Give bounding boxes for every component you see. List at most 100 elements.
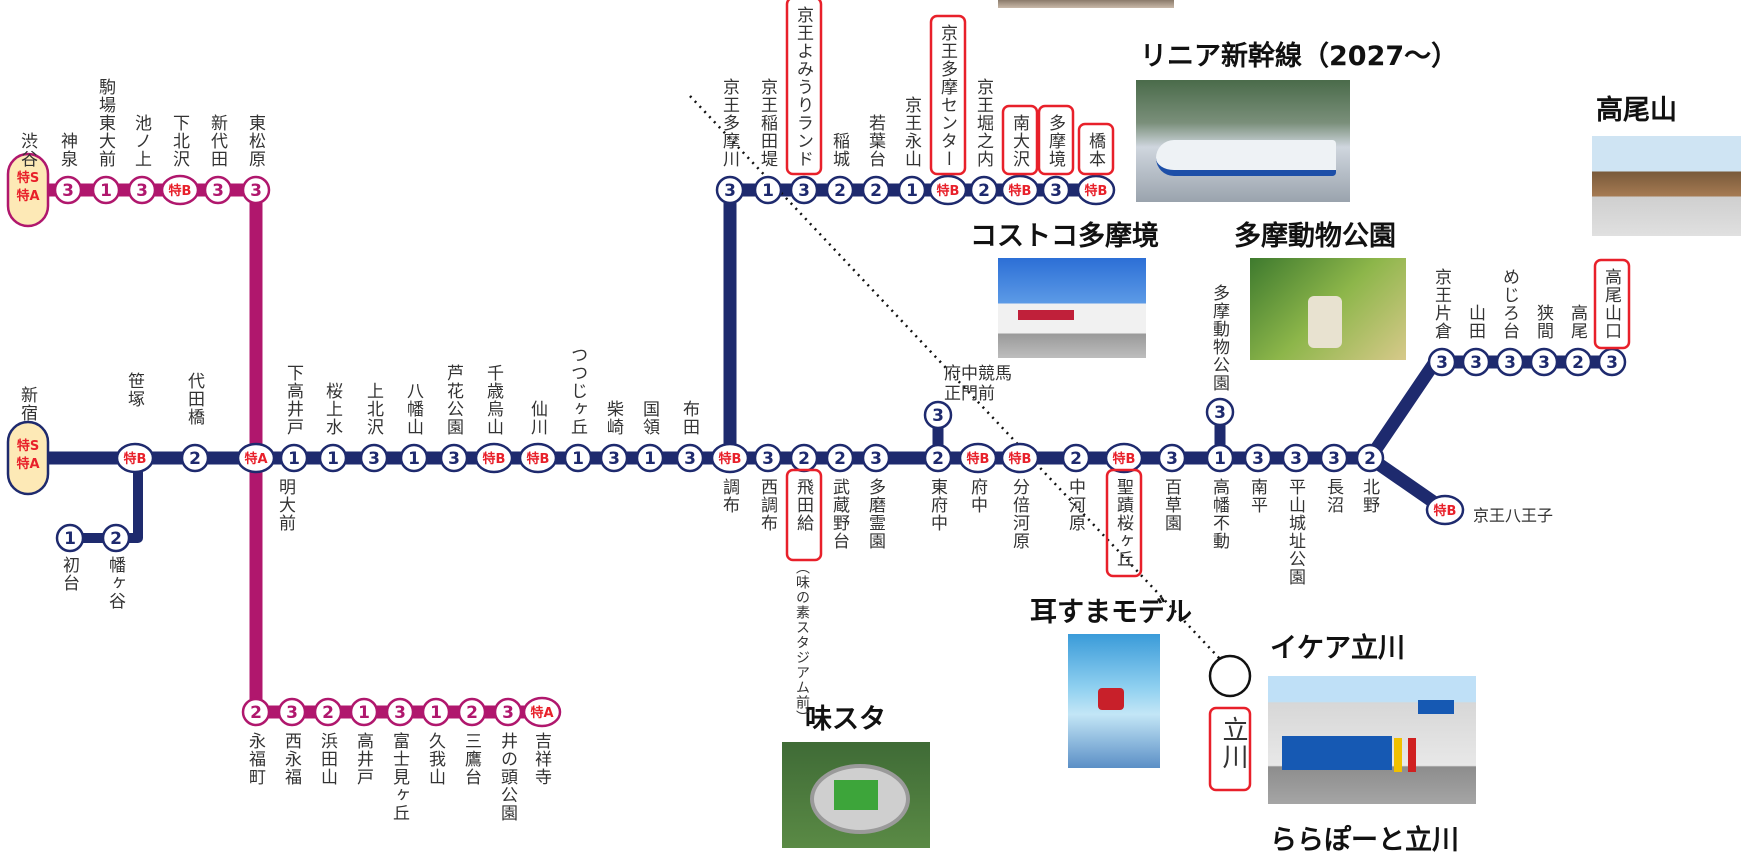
station-仙川-marker: 特B <box>518 442 558 474</box>
station-東府中-marker: 2 <box>923 443 953 473</box>
svg-text:3: 3 <box>212 181 224 201</box>
svg-text:3: 3 <box>870 449 882 469</box>
station-布田-label: 布田 <box>679 400 699 436</box>
svg-text:2: 2 <box>189 449 201 469</box>
svg-text:2: 2 <box>1572 353 1584 373</box>
station-多摩境-label: 多摩境 <box>1045 114 1065 168</box>
photo-top-cropped <box>998 0 1174 8</box>
maglev-train-photo <box>1136 80 1350 202</box>
station-南平-marker: 3 <box>1243 443 1273 473</box>
station-飛田給-label: 飛田給 <box>793 478 813 532</box>
station-北野-marker: 2 <box>1355 443 1385 473</box>
station-百草園-marker: 3 <box>1157 443 1187 473</box>
svg-text:特A: 特A <box>530 705 553 721</box>
station-富士見ヶ丘-marker: 3 <box>385 697 415 727</box>
station-tachikawa-label: 立川 <box>1218 716 1248 770</box>
station-駒場東大前-label: 駒場東大前 <box>95 78 115 168</box>
station-狭間-label: 狭間 <box>1533 304 1553 340</box>
svg-text:1: 1 <box>430 703 442 723</box>
station-笹塚-marker: 特B <box>115 442 155 474</box>
ikea-store-photo <box>1268 676 1476 804</box>
svg-text:3: 3 <box>136 181 148 201</box>
poi-takaosan-title: 高尾山 <box>1596 95 1677 126</box>
svg-text:3: 3 <box>1538 353 1550 373</box>
svg-text:3: 3 <box>368 449 380 469</box>
svg-text:特B: 特B <box>1009 183 1032 199</box>
station-京王八王子-label: 京王八王子 <box>1473 506 1554 525</box>
station-山田-label: 山田 <box>1465 304 1485 340</box>
svg-text:特B: 特B <box>483 451 506 467</box>
svg-text:3: 3 <box>502 703 514 723</box>
svg-text:3: 3 <box>448 449 460 469</box>
zoo-gate-photo <box>1250 258 1406 360</box>
station-永福町-label: 永福町 <box>245 732 265 786</box>
station-橋本-highlight <box>1077 122 1115 176</box>
station-千歳烏山-label: 千歳烏山 <box>483 364 503 436</box>
station-山田-marker: 3 <box>1461 347 1491 377</box>
station-西永福-marker: 3 <box>277 697 307 727</box>
station-井の頭公園-label: 井の頭公園 <box>497 732 517 822</box>
station-高井戸-marker: 1 <box>349 697 379 727</box>
station-平山城址公園-marker: 3 <box>1281 443 1311 473</box>
svg-text:特B: 特B <box>169 183 192 199</box>
tachikawa-marker <box>1208 654 1252 698</box>
station-初台-label: 初台 <box>59 556 79 592</box>
station-駒場東大前-marker: 1 <box>91 175 121 205</box>
station-三鷹台-label: 三鷹台 <box>461 732 481 786</box>
station-仙川-label: 仙川 <box>527 400 547 436</box>
station-久我山-marker: 1 <box>421 697 451 727</box>
svg-text:3: 3 <box>1290 449 1302 469</box>
svg-text:3: 3 <box>394 703 406 723</box>
station-井の頭公園-marker: 3 <box>493 697 523 727</box>
station-平山城址公園-label: 平山城址公園 <box>1285 478 1305 586</box>
station-京王よみうりランド-label: 京王よみうりランド <box>793 6 813 168</box>
station-南平-label: 南平 <box>1247 478 1267 514</box>
station-南大沢-marker: 特B <box>1000 174 1040 206</box>
station-京王よみうりランド-highlight <box>785 0 823 176</box>
station-久我山-label: 久我山 <box>425 732 445 786</box>
station-京王永山-label: 京王永山 <box>901 96 921 168</box>
station-高幡不動-marker: 1 <box>1205 443 1235 473</box>
station-下高井戸-label: 下高井戸 <box>283 364 303 436</box>
station-高尾山口-highlight <box>1593 258 1631 350</box>
station-飛田給-marker: 2 <box>789 443 819 473</box>
svg-text:1: 1 <box>906 181 918 201</box>
station-笹塚-label: 笹塚 <box>124 372 144 408</box>
poi-ikea-title: イケア立川 <box>1270 633 1405 664</box>
station-神泉-marker: 3 <box>53 175 83 205</box>
svg-text:3: 3 <box>684 449 696 469</box>
station-芦花公園-marker: 3 <box>439 443 469 473</box>
svg-text:特B: 特B <box>124 451 147 467</box>
station-西調布-marker: 3 <box>753 443 783 473</box>
station-国領-marker: 1 <box>635 443 665 473</box>
svg-text:3: 3 <box>1050 181 1062 201</box>
station-中河原-label: 中河原 <box>1065 478 1085 532</box>
svg-text:3: 3 <box>1166 449 1178 469</box>
svg-text:2: 2 <box>798 449 810 469</box>
poi-lalaport-title: ららぽーと立川 <box>1270 825 1459 856</box>
svg-text:特B: 特B <box>1434 503 1457 519</box>
station-上北沢-label: 上北沢 <box>363 382 383 436</box>
station-つつじヶ丘-label: つつじヶ丘 <box>567 346 587 436</box>
station-京王堀之内-marker: 2 <box>969 175 999 205</box>
svg-text:3: 3 <box>62 181 74 201</box>
station-長沼-label: 長沼 <box>1323 478 1343 514</box>
station-東松原-marker: 3 <box>241 175 271 205</box>
station-racecourse-label: 府中競馬 正門前 <box>944 364 1012 404</box>
station-上北沢-marker: 3 <box>359 443 389 473</box>
station-稲城-marker: 2 <box>825 175 855 205</box>
svg-text:3: 3 <box>1252 449 1264 469</box>
station-多磨霊園-marker: 3 <box>861 443 891 473</box>
svg-text:2: 2 <box>932 449 944 469</box>
svg-text:2: 2 <box>250 703 262 723</box>
station-国領-label: 国領 <box>639 400 659 436</box>
station-高尾-marker: 2 <box>1563 347 1593 377</box>
station-京王稲田堤-label: 京王稲田堤 <box>757 78 777 168</box>
station-めじろ台-label: めじろ台 <box>1499 268 1519 340</box>
poi-mimi-title: 耳すまモデル <box>1030 597 1192 628</box>
station-芦花公園-label: 芦花公園 <box>443 364 463 436</box>
station-高幡不動-label: 高幡不動 <box>1209 478 1229 550</box>
